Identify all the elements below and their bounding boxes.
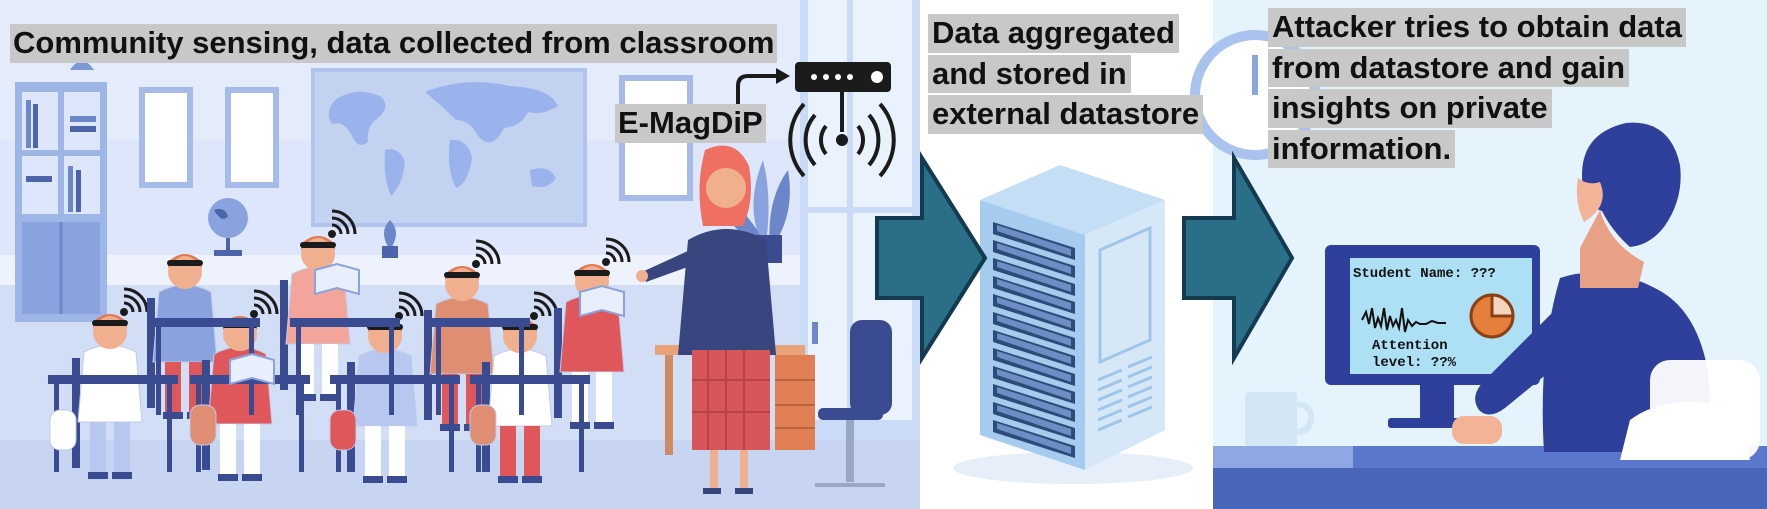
server-unit-slot <box>997 405 1071 436</box>
pie-chart-icon <box>1469 293 1515 339</box>
server-vents <box>1097 355 1153 432</box>
vent-line <box>1097 418 1123 432</box>
datastore-caption-line: external datastore <box>928 95 1204 134</box>
wifi-signal-icon <box>395 291 424 320</box>
datastore-panel <box>920 0 1213 509</box>
server-unit-slot <box>997 387 1071 418</box>
desk <box>430 318 530 415</box>
attacker-caption-line: Attacker tries to obtain data <box>1268 8 1686 47</box>
flow-arrow-icon <box>875 151 988 365</box>
wifi-signal-icon <box>530 291 559 320</box>
vent-line <box>1127 405 1153 419</box>
datastore-caption-line: Data aggregated <box>928 14 1179 53</box>
server-unit-slot <box>997 279 1071 310</box>
vent-line <box>1097 378 1123 392</box>
vent-line <box>1127 395 1153 409</box>
students-group <box>48 209 631 483</box>
book <box>229 352 275 386</box>
screen-attention-line1: Attention <box>1372 338 1448 354</box>
teacher-chair <box>815 320 892 487</box>
eeg-waveform-icon <box>1361 307 1446 333</box>
server-unit-slot <box>997 351 1071 382</box>
server-unit-slot <box>997 423 1071 454</box>
headband-sensor-icon <box>92 320 128 326</box>
plant-icon <box>382 220 398 258</box>
backpack <box>469 404 497 446</box>
backpack <box>189 404 217 446</box>
attacker-caption-line: insights on private <box>1268 89 1552 128</box>
headband-sensor-icon <box>574 270 610 276</box>
wifi-signal-icon <box>602 237 631 266</box>
device-label: E-MagDiP <box>615 104 766 143</box>
bookshelf <box>15 61 107 322</box>
attacker-caption-line: from datastore and gain <box>1268 48 1630 88</box>
vent-line <box>1097 408 1123 422</box>
vent-line <box>1127 385 1153 399</box>
book <box>314 262 360 296</box>
wifi-signal-icon <box>472 239 501 268</box>
server-unit-slot <box>997 225 1071 256</box>
flow-arrow-icon <box>1182 150 1295 366</box>
screen-attention-line2: level: ??% <box>1372 355 1457 371</box>
attacker-caption: Attacker tries to obtain data from datas… <box>1268 8 1686 169</box>
attacker-caption-line: information. <box>1268 129 1456 169</box>
globe-icon <box>208 198 248 256</box>
headband-sensor-icon <box>167 260 203 266</box>
server-rack-icon <box>953 165 1193 484</box>
vent-line <box>1097 398 1123 412</box>
vent-line <box>1097 388 1123 402</box>
vent-line <box>1127 355 1153 369</box>
backpack <box>329 409 357 451</box>
desk <box>290 318 400 415</box>
plant-icon <box>70 61 94 70</box>
backpack <box>49 409 77 451</box>
screen-student-name: Student Name: ??? <box>1353 266 1496 282</box>
vent-line <box>1097 368 1123 382</box>
router-icon <box>736 62 891 132</box>
headband-sensor-icon <box>300 242 336 248</box>
classroom-caption: Community sensing, data collected from c… <box>10 24 778 63</box>
server-unit-slot <box>997 297 1071 328</box>
vent-line <box>1127 375 1153 389</box>
wifi-signal-icon <box>250 289 279 318</box>
server-units <box>993 222 1075 458</box>
headband-sensor-icon <box>444 272 480 278</box>
server-unit-slot <box>997 315 1071 346</box>
teacher <box>636 145 776 494</box>
wifi-signal-icon <box>328 209 357 238</box>
person-icon <box>1452 122 1760 460</box>
book <box>579 284 625 318</box>
server-unit-slot <box>997 333 1071 364</box>
server-unit-slot <box>997 369 1071 400</box>
classroom-panel <box>0 0 920 509</box>
datastore-caption-line: and stored in <box>928 54 1131 94</box>
attacker-panel <box>1190 0 1767 509</box>
vent-line <box>1127 365 1153 379</box>
datastore-caption: Data aggregated and stored in external d… <box>928 14 1204 134</box>
server-unit-slot <box>997 261 1071 292</box>
server-unit-slot <box>997 243 1071 274</box>
wifi-signal-icon <box>788 102 896 178</box>
wifi-signal-icon <box>120 287 149 316</box>
world-map-icon <box>311 68 587 227</box>
